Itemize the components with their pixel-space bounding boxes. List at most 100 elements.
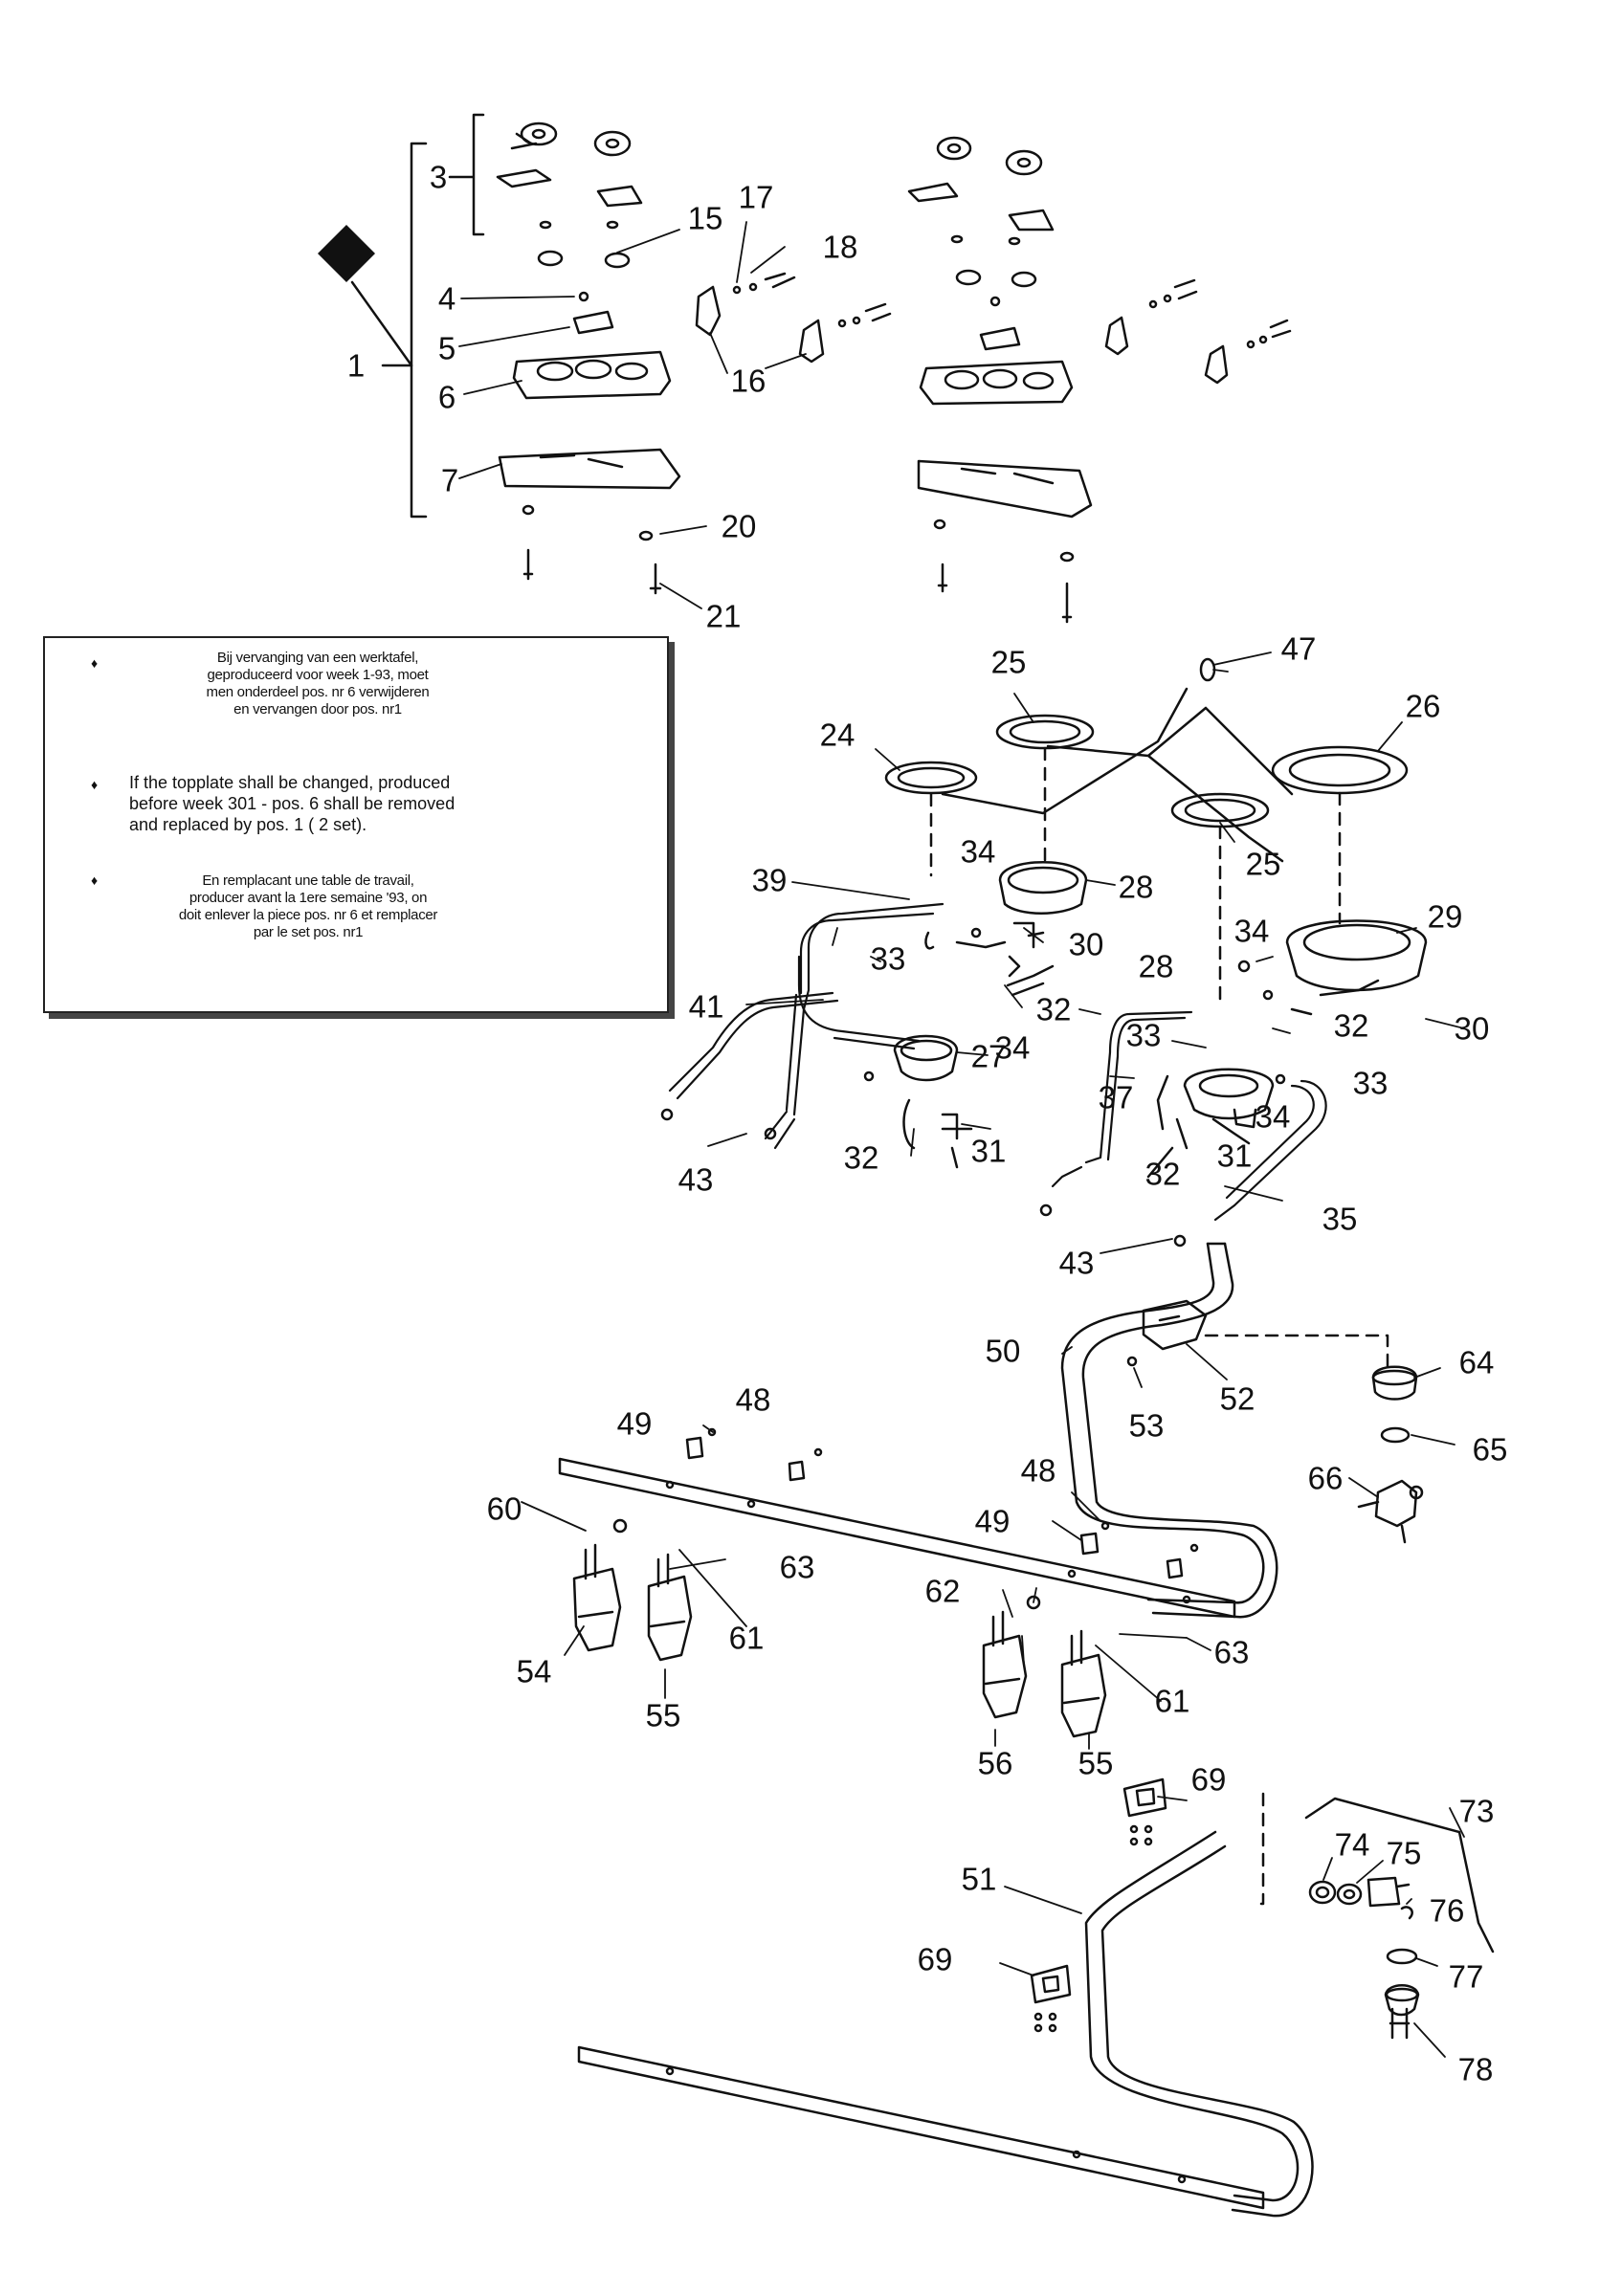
- callout-55: 55: [645, 1697, 681, 1733]
- callout-65: 65: [1472, 1431, 1508, 1468]
- callout-77: 77: [1448, 1958, 1484, 1995]
- callout-5: 5: [437, 330, 456, 366]
- callout-28: 28: [1118, 869, 1154, 905]
- callout-3: 3: [429, 159, 448, 195]
- callout-52: 52: [1219, 1380, 1255, 1417]
- callout-32: 32: [1333, 1007, 1369, 1044]
- callout-78: 78: [1457, 2051, 1494, 2087]
- callout-43: 43: [678, 1161, 714, 1198]
- callout-62: 62: [924, 1573, 961, 1609]
- upper-plate-right: [917, 326, 1093, 519]
- clips: [685, 1427, 1199, 1579]
- callout-69: 69: [1190, 1761, 1227, 1798]
- note-dutch: Bij vervanging van een werktafel, geprod…: [206, 650, 430, 718]
- callout-34: 34: [994, 1029, 1031, 1066]
- control-knob-parts: [1357, 1365, 1424, 1544]
- callout-56: 56: [977, 1745, 1013, 1781]
- callout-leaders: [458, 221, 1465, 2058]
- callout-39: 39: [751, 862, 788, 898]
- rail-upper: [558, 1457, 1236, 1619]
- callout-48: 48: [1020, 1452, 1056, 1489]
- callout-29: 29: [1427, 898, 1463, 935]
- callout-32: 32: [843, 1139, 879, 1176]
- callout-17: 17: [738, 179, 774, 215]
- bullet-icon: ♦: [91, 872, 99, 888]
- callout-41: 41: [688, 988, 724, 1025]
- callout-30: 30: [1454, 1010, 1490, 1047]
- callout-33: 33: [1352, 1065, 1389, 1101]
- callout-33: 33: [1125, 1017, 1162, 1053]
- callout-18: 18: [822, 229, 858, 265]
- bullet-icon: ♦: [91, 777, 99, 792]
- callout-34: 34: [1255, 1098, 1291, 1135]
- callout-66: 66: [1307, 1460, 1344, 1496]
- note-french: En remplacant une table de travail, prod…: [178, 872, 438, 940]
- callout-60: 60: [486, 1490, 522, 1527]
- callout-27: 27: [970, 1038, 1007, 1074]
- callout-4: 4: [437, 280, 456, 317]
- valve-group-73: [1304, 1797, 1495, 2040]
- screws-and-igniters: [522, 272, 1292, 624]
- callout-55: 55: [1078, 1745, 1114, 1781]
- upper-plate-left: [498, 310, 681, 490]
- burner-caps-right: [907, 136, 1055, 288]
- callout-74: 74: [1334, 1826, 1370, 1863]
- callout-69: 69: [917, 1941, 953, 1977]
- callout-75: 75: [1386, 1835, 1422, 1871]
- callout-25: 25: [1245, 846, 1281, 882]
- callout-30: 30: [1068, 926, 1104, 962]
- callout-63: 63: [1213, 1634, 1250, 1670]
- callout-73: 73: [1458, 1793, 1495, 1829]
- callout-51: 51: [961, 1861, 997, 1897]
- callout-61: 61: [1154, 1683, 1190, 1719]
- callout-34: 34: [1233, 913, 1270, 949]
- bracket-52: [1142, 1299, 1208, 1351]
- callout-43: 43: [1058, 1245, 1095, 1281]
- callout-35: 35: [1322, 1201, 1358, 1237]
- gas-tube-51: [1084, 1830, 1314, 2218]
- bracket-set-3: [448, 113, 485, 236]
- callout-64: 64: [1458, 1344, 1495, 1380]
- callout-49: 49: [616, 1405, 653, 1442]
- note-english: If the topplate shall be changed, produc…: [129, 773, 455, 834]
- burner-rings: [884, 657, 1409, 863]
- replacement-note-box: ♦ Bij vervanging van een werktafel, gepr…: [43, 636, 669, 1013]
- callout-32: 32: [1035, 991, 1072, 1027]
- burner-bodies: [893, 861, 1428, 1129]
- rail-lower: [577, 2045, 1265, 2210]
- callout-33: 33: [870, 940, 906, 977]
- warning-diamond-icon: [318, 225, 375, 282]
- callout-25: 25: [990, 644, 1027, 680]
- callout-61: 61: [728, 1620, 765, 1656]
- brackets-69: [1030, 1777, 1167, 2033]
- gas-pipes: [668, 902, 1327, 1222]
- washers: [660, 1108, 1187, 1367]
- callout-76: 76: [1429, 1892, 1465, 1929]
- callout-54: 54: [516, 1653, 552, 1689]
- dashed-guides: [929, 746, 1389, 1906]
- callout-37: 37: [1098, 1079, 1134, 1115]
- burner-caps-left: [496, 121, 643, 269]
- bracket-set-1: [381, 142, 428, 519]
- callout-53: 53: [1128, 1407, 1165, 1444]
- callout-47: 47: [1280, 630, 1317, 667]
- callout-21: 21: [705, 598, 742, 634]
- callout-20: 20: [721, 508, 757, 544]
- callout-31: 31: [970, 1133, 1007, 1169]
- leader-diamond: [350, 280, 413, 367]
- callout-34: 34: [960, 833, 996, 870]
- callout-6: 6: [437, 379, 456, 415]
- callout-32: 32: [1144, 1156, 1181, 1192]
- callout-15: 15: [687, 200, 723, 236]
- callout-28: 28: [1138, 948, 1174, 984]
- callout-31: 31: [1216, 1137, 1253, 1174]
- gas-tube-50: [1060, 1242, 1278, 1619]
- burner-small-parts: [863, 921, 1380, 1179]
- callout-49: 49: [974, 1503, 1011, 1539]
- bullet-icon: ♦: [91, 655, 99, 671]
- callout-48: 48: [735, 1381, 771, 1418]
- callout-50: 50: [985, 1333, 1021, 1369]
- callout-24: 24: [819, 717, 855, 753]
- callout-7: 7: [440, 462, 459, 498]
